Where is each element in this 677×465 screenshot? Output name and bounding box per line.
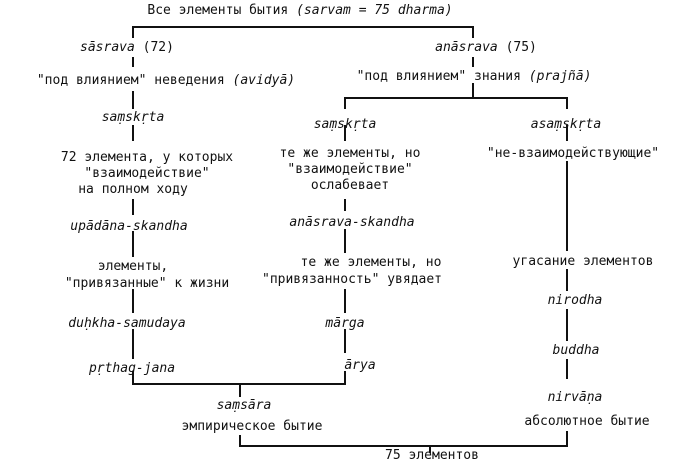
col2-text-line-5: "привязанность" увядает bbox=[261, 272, 443, 287]
sasrava-desc-text: "под влиянием" неведения bbox=[36, 73, 225, 88]
col3-nirodha: nirodha bbox=[547, 293, 603, 308]
col2-marga: mārga bbox=[325, 316, 365, 331]
anasrava-desc-term: (prajñā) bbox=[528, 69, 592, 84]
anasrava-heading: anāsrava (75) bbox=[435, 40, 537, 55]
col3-nirvana: nirvāṇa bbox=[547, 390, 603, 405]
col3-asamskrta: asaṃskṛta bbox=[530, 117, 602, 132]
top-title: Все элементы бытия (sarvam = 75 dharma) bbox=[147, 3, 452, 18]
anasrava-term: anāsrava bbox=[435, 40, 498, 55]
sasrava-heading: sāsrava (72) bbox=[80, 40, 174, 55]
sasrava-description: "под влиянием" неведения (avidyā) bbox=[37, 73, 295, 88]
col3-buddha: buddha bbox=[552, 343, 600, 358]
empirical-being-label: эмпирическое бытие bbox=[181, 419, 323, 434]
top-title-prefix: Все элементы бытия bbox=[147, 3, 289, 18]
final-bracket bbox=[239, 431, 568, 447]
col2-anasrava-skandha: anāsrava-skandha bbox=[289, 215, 415, 230]
col2-text-line-4: те же элементы, но bbox=[300, 255, 442, 270]
sasrava-desc-term: (avidyā) bbox=[232, 73, 296, 88]
col1-text-line-2: "взаимодействие" bbox=[84, 166, 210, 181]
col2-arya: ārya bbox=[344, 358, 376, 373]
top-title-formula: (sarvam = 75 dharma) bbox=[296, 3, 453, 18]
col1-text-line-1: 72 элемента, у которых bbox=[60, 150, 234, 165]
anasrava-desc-text: "под влиянием" знания bbox=[356, 69, 521, 84]
col1-text-line-4: элементы, bbox=[97, 259, 169, 274]
col3-text-line-2: угасание элементов bbox=[512, 254, 654, 269]
anasrava-count: (75) bbox=[505, 40, 537, 55]
col2-samskrta: saṃskṛta bbox=[313, 117, 377, 132]
sasrava-count: (72) bbox=[142, 40, 174, 55]
col1-prthag-jana: pṛthag-jana bbox=[88, 361, 176, 376]
col3-text-line-1: "не-взаимодействующие" bbox=[486, 146, 660, 161]
sasrava-term: sāsrava bbox=[80, 40, 135, 55]
col1-upadana-skandha: upādāna-skandha bbox=[70, 219, 188, 234]
col1-text-line-5: "привязанные" к жизни bbox=[64, 276, 230, 291]
col1-duhkha-samudaya: duḥkha-samudaya bbox=[68, 316, 186, 331]
total-elements-label: 75 элементов bbox=[385, 448, 479, 463]
col1-text-line-3: на полном ходу bbox=[78, 182, 188, 197]
col3-absolute-being: абсолютное бытие bbox=[524, 414, 650, 429]
anasrava-description: "под влиянием" знания (prajñā) bbox=[357, 69, 592, 84]
samsara-label: saṃsāra bbox=[216, 398, 272, 413]
col2-text-line-1: те же элементы, но bbox=[279, 146, 421, 161]
col2-text-line-2: "взаимодействие" bbox=[287, 162, 413, 177]
col2-text-line-3: ослабевает bbox=[310, 178, 390, 193]
col1-samskrta: saṃskṛta bbox=[101, 110, 165, 125]
